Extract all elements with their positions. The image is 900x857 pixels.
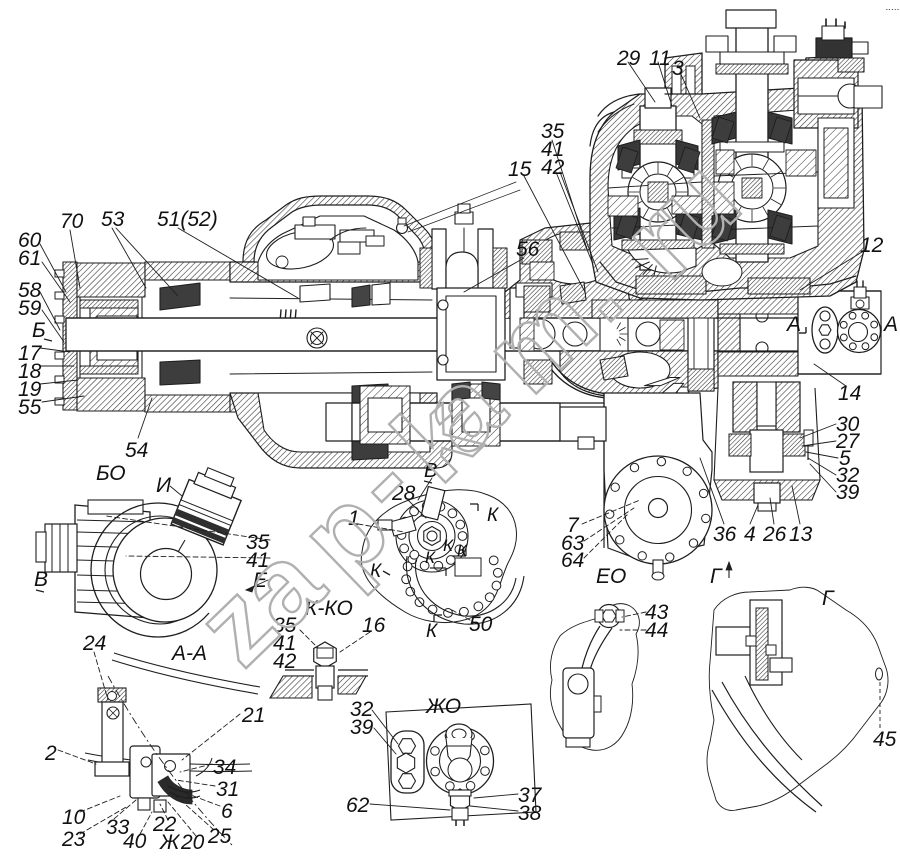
svg-text:К: К: [425, 548, 436, 567]
svg-text:33: 33: [106, 816, 130, 839]
svg-text:45: 45: [873, 728, 897, 751]
svg-text:51(52): 51(52): [157, 208, 218, 231]
svg-text:18: 18: [18, 360, 42, 383]
svg-text:35: 35: [273, 614, 297, 637]
svg-text:В: В: [424, 460, 437, 482]
svg-text:43: 43: [645, 601, 669, 624]
svg-text:16: 16: [362, 614, 386, 637]
svg-text:Г: Г: [822, 587, 835, 610]
svg-text:35: 35: [246, 531, 270, 554]
svg-text:30: 30: [836, 413, 860, 436]
svg-text:29: 29: [616, 47, 641, 70]
svg-text:3: 3: [672, 57, 684, 80]
svg-text:38: 38: [518, 802, 542, 825]
svg-text:1: 1: [348, 507, 360, 530]
svg-text:42: 42: [541, 156, 565, 179]
svg-text:12: 12: [860, 234, 884, 257]
svg-text:42: 42: [273, 650, 297, 673]
svg-text:2: 2: [44, 742, 57, 765]
svg-text:26: 26: [762, 523, 787, 546]
svg-text:К: К: [443, 536, 454, 555]
svg-text:К-КО: К-КО: [305, 597, 353, 620]
svg-text:К: К: [487, 505, 500, 526]
svg-text:53: 53: [101, 208, 125, 231]
svg-text:60: 60: [18, 229, 42, 252]
svg-text:К: К: [457, 541, 468, 560]
svg-text:41: 41: [541, 138, 564, 161]
svg-text:34: 34: [213, 756, 236, 779]
svg-text:20: 20: [180, 831, 205, 854]
svg-text:35: 35: [541, 120, 565, 143]
svg-text:64: 64: [561, 549, 584, 572]
svg-text:14: 14: [838, 382, 861, 405]
svg-text:К: К: [370, 561, 383, 582]
svg-text:Б: Б: [32, 319, 46, 342]
svg-text:59: 59: [18, 297, 42, 320]
svg-text:К: К: [426, 621, 439, 642]
svg-text:ЖО: ЖО: [425, 695, 461, 718]
svg-text:25: 25: [207, 825, 232, 848]
svg-text:62: 62: [346, 794, 370, 817]
svg-text:55: 55: [18, 396, 42, 419]
svg-text:13: 13: [789, 523, 813, 546]
svg-text:22: 22: [152, 813, 177, 836]
svg-text:37: 37: [518, 784, 543, 807]
svg-text:39: 39: [350, 716, 374, 739]
svg-text:63: 63: [561, 532, 585, 555]
svg-text:4: 4: [744, 523, 756, 546]
svg-text:А: А: [882, 313, 898, 336]
svg-text:19: 19: [18, 378, 42, 401]
svg-text:28: 28: [391, 482, 416, 505]
svg-text:41: 41: [246, 549, 269, 572]
svg-text:32: 32: [350, 698, 374, 721]
svg-text:56: 56: [516, 238, 540, 261]
svg-text:44: 44: [645, 619, 668, 642]
svg-text:ЕО: ЕО: [596, 565, 626, 588]
svg-text:61: 61: [18, 247, 41, 270]
svg-text:32: 32: [836, 464, 860, 487]
svg-text:17: 17: [18, 342, 43, 365]
svg-text:40: 40: [123, 830, 147, 853]
svg-text:54: 54: [125, 439, 148, 462]
svg-text:7: 7: [567, 514, 580, 537]
svg-text:41: 41: [273, 632, 296, 655]
svg-text:58: 58: [18, 279, 42, 302]
svg-text:Г: Г: [710, 565, 723, 588]
svg-text:11: 11: [649, 47, 671, 70]
svg-text:36: 36: [713, 523, 737, 546]
svg-text:А-А: А-А: [170, 642, 207, 665]
svg-text:21: 21: [241, 704, 265, 727]
svg-text:В: В: [34, 568, 48, 591]
svg-text:..…: ..…: [886, 2, 900, 12]
svg-text:БО: БО: [96, 462, 126, 485]
svg-text:50: 50: [469, 613, 493, 636]
svg-text:6: 6: [221, 800, 233, 823]
svg-text:И: И: [156, 474, 172, 497]
svg-text:23: 23: [61, 828, 86, 851]
svg-text:А: А: [785, 313, 801, 336]
svg-text:10: 10: [62, 806, 86, 829]
svg-text:70: 70: [60, 210, 84, 233]
svg-text:39: 39: [836, 481, 860, 504]
svg-text:15: 15: [508, 158, 532, 181]
svg-text:24: 24: [82, 632, 106, 655]
svg-text:31: 31: [216, 778, 239, 801]
svg-text:Ж: Ж: [159, 831, 181, 854]
svg-text:5: 5: [839, 447, 851, 470]
svg-text:Е: Е: [253, 569, 268, 592]
svg-text:27: 27: [835, 430, 861, 453]
